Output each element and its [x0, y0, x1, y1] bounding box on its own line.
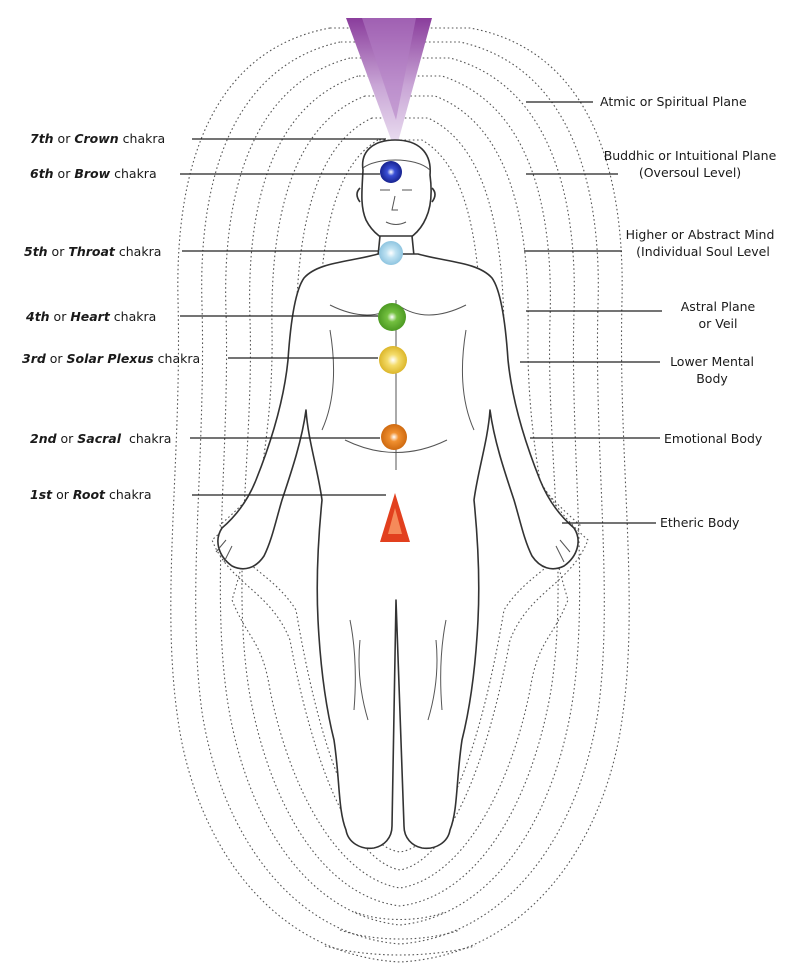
- chakra-label-brow: 6th or Brow chakra: [30, 166, 157, 181]
- plane-label-emotional: Emotional Body: [664, 431, 763, 446]
- chakra-label-crown: 7th or Crown chakra: [30, 131, 165, 146]
- throat-chakra-dot: [379, 241, 403, 265]
- plane-label-etheric: Etheric Body: [660, 515, 740, 530]
- chakra-label-root: 1st or Root chakra: [30, 487, 151, 502]
- sacral-chakra-dot: [381, 424, 407, 450]
- chakra-leader-lines: [180, 138, 386, 496]
- plane-label-higher-mind: Higher or Abstract Mind(Individual Soul …: [626, 227, 775, 259]
- solar-plexus-chakra-dot: [379, 346, 407, 374]
- chakra-label-sacral: 2nd or Sacral chakra: [30, 431, 171, 446]
- plane-label-atmic: Atmic or Spiritual Plane: [600, 94, 747, 109]
- chakra-label-heart: 4th or Heart chakra: [25, 309, 156, 324]
- plane-label-buddhic: Buddhic or Intuitional Plane(Oversoul Le…: [604, 148, 777, 180]
- plane-labels: Atmic or Spiritual Plane Buddhic or Intu…: [600, 94, 777, 530]
- plane-leader-lines: [520, 101, 662, 524]
- chakra-markers: [378, 161, 410, 542]
- brow-chakra-dot: [380, 161, 402, 183]
- chakra-label-solar-plexus: 3rd or Solar Plexus chakra: [22, 351, 200, 366]
- heart-chakra-dot: [378, 303, 406, 331]
- chakra-label-throat: 5th or Throat chakra: [24, 244, 161, 259]
- chakra-labels: 7th or Crown chakra 6th or Brow chakra 5…: [22, 131, 200, 502]
